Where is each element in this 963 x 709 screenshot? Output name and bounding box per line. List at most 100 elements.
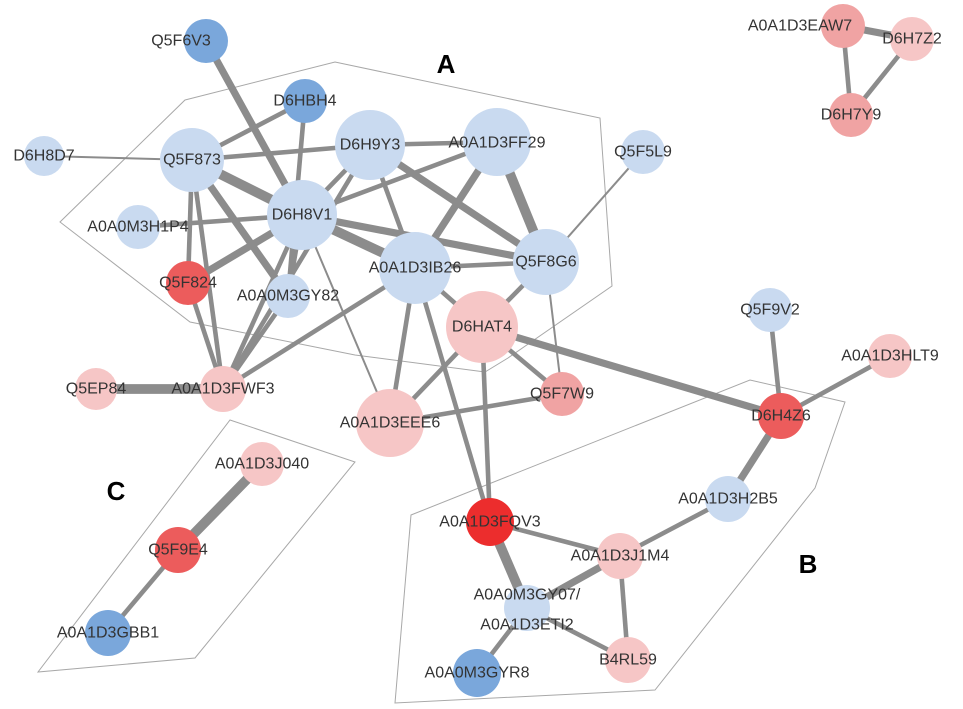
node-b4rl59: B4RL59 bbox=[599, 637, 657, 683]
node-d6h8v1: D6H8V1 bbox=[267, 180, 337, 250]
node-label: A0A0M3GY82 bbox=[237, 288, 339, 305]
node-d6h8d7: D6H8D7 bbox=[13, 136, 75, 176]
node-a0a1d3h2b5: A0A1D3H2B5 bbox=[678, 476, 778, 522]
node-label: A0A0M3H1P4 bbox=[87, 219, 188, 236]
node-circle bbox=[116, 205, 160, 249]
node-label: Q5F8G6 bbox=[515, 254, 576, 271]
node-label: D6H4Z6 bbox=[751, 408, 811, 425]
node-circle bbox=[24, 136, 64, 176]
node-d6h4z6: D6H4Z6 bbox=[751, 393, 811, 439]
node-label: Q5EP84 bbox=[66, 381, 127, 398]
group-label-a: A bbox=[437, 49, 456, 79]
node-circle bbox=[868, 334, 912, 378]
node-a0a0m3gy82: A0A0M3GY82 bbox=[237, 274, 339, 318]
node-label-secondary: A0A1D3ETI2 bbox=[480, 617, 573, 634]
node-q5f7w9: Q5F7W9 bbox=[530, 372, 594, 416]
node-a0a1d3hlt9: A0A1D3HLT9 bbox=[841, 334, 939, 378]
node-label: B4RL59 bbox=[599, 652, 657, 669]
node-a0a0m3h1p4: A0A0M3H1P4 bbox=[87, 205, 189, 249]
node-a0a1d3eee6: A0A1D3EEE6 bbox=[340, 389, 441, 457]
node-circle bbox=[283, 79, 327, 123]
node-circle bbox=[446, 291, 518, 363]
node-label: Q5F6V3 bbox=[151, 33, 211, 50]
node-label: A0A1D3FWF3 bbox=[171, 381, 274, 398]
node-label: Q5F824 bbox=[159, 275, 217, 292]
node-q5f9v2: Q5F9V2 bbox=[740, 288, 800, 332]
node-label: A0A1D3J1M4 bbox=[571, 548, 670, 565]
group-label-b: B bbox=[799, 549, 818, 579]
node-circle bbox=[240, 442, 284, 486]
node-label: D6H7Y9 bbox=[821, 107, 882, 124]
node-circle bbox=[379, 232, 451, 304]
node-circle bbox=[597, 533, 643, 579]
node-label: Q5F9E4 bbox=[148, 542, 208, 559]
node-q5f824: Q5F824 bbox=[159, 261, 217, 305]
node-label: Q5F5L9 bbox=[614, 144, 672, 161]
node-circle bbox=[166, 261, 210, 305]
node-label: Q5F9V2 bbox=[740, 302, 800, 319]
hull-group-b bbox=[394, 379, 846, 704]
node-circle bbox=[463, 108, 531, 176]
node-circle bbox=[821, 4, 865, 48]
group-hulls bbox=[36, 61, 846, 704]
node-a0a1d3j1m4: A0A1D3J1M4 bbox=[571, 533, 670, 579]
node-label: D6H8D7 bbox=[13, 148, 74, 165]
node-circle bbox=[540, 372, 584, 416]
node-q5f9e4: Q5F9E4 bbox=[148, 527, 208, 573]
node-q5f6v3: Q5F6V3 bbox=[151, 19, 228, 63]
node-label: A0A1D3J040 bbox=[215, 456, 309, 473]
node-label: Q5F873 bbox=[163, 152, 221, 169]
node-label: D6H8V1 bbox=[272, 207, 333, 224]
node-circle bbox=[890, 17, 934, 61]
hull-group-c bbox=[36, 419, 356, 673]
node-circle bbox=[605, 637, 651, 683]
node-d6h7y9: D6H7Y9 bbox=[821, 93, 882, 137]
node-label: A0A0M3GYR8 bbox=[425, 665, 530, 682]
node-circle bbox=[705, 476, 751, 522]
node-q5f5l9: Q5F5L9 bbox=[614, 130, 672, 174]
node-d6h7z2: D6H7Z2 bbox=[882, 17, 942, 61]
node-a0a1d3fwf3: A0A1D3FWF3 bbox=[171, 366, 275, 412]
node-a0a1d3j040: A0A1D3J040 bbox=[215, 442, 309, 486]
node-circle bbox=[335, 110, 405, 180]
node-d6hat4: D6HAT4 bbox=[446, 291, 518, 363]
node-a0a1d3eaw7: A0A1D3EAW7 bbox=[748, 4, 865, 48]
node-a0a1d3fqv3: A0A1D3FQV3 bbox=[439, 498, 541, 546]
node-q5ep84: Q5EP84 bbox=[66, 368, 127, 410]
node-label: Q5F7W9 bbox=[530, 386, 594, 403]
node-label: A0A1D3IB26 bbox=[369, 260, 462, 277]
edge-d6h9y3-a0a1d3fwf3 bbox=[221, 143, 372, 391]
node-label: D6H9Y3 bbox=[340, 137, 401, 154]
edge-a0a1d3ib26-a0a1d3fqv3 bbox=[412, 267, 493, 523]
node-label: A0A1D3EAW7 bbox=[748, 18, 852, 35]
node-circle bbox=[85, 610, 131, 656]
node-circle bbox=[466, 498, 514, 546]
node-a0a1d3ff29: A0A1D3FF29 bbox=[449, 108, 546, 176]
node-circle bbox=[513, 229, 579, 295]
node-label: D6H7Z2 bbox=[882, 31, 942, 48]
node-label: A0A1D3FQV3 bbox=[439, 514, 540, 531]
node-a0a1d3gbb1: A0A1D3GBB1 bbox=[57, 610, 159, 656]
node-circle bbox=[748, 288, 792, 332]
node-label: D6HAT4 bbox=[452, 319, 512, 336]
node-d6hbh4: D6HBH4 bbox=[273, 79, 337, 123]
node-circle bbox=[155, 527, 201, 573]
node-circle bbox=[504, 585, 550, 631]
node-circle bbox=[758, 393, 804, 439]
node-circle bbox=[621, 130, 665, 174]
edge-d6h8v1-a0a1d3eee6 bbox=[301, 214, 391, 424]
node-d6h9y3: D6H9Y3 bbox=[335, 110, 405, 180]
node-a0a0m3gyr8: A0A0M3GYR8 bbox=[425, 649, 530, 697]
node-label: A0A1D3HLT9 bbox=[841, 348, 939, 365]
node-a0a0m3gy07: A0A0M3GY07/A0A1D3ETI2 bbox=[474, 585, 581, 634]
node-label: A0A1D3GBB1 bbox=[57, 625, 159, 642]
node-circle bbox=[75, 368, 117, 410]
group-label-c: C bbox=[107, 476, 126, 506]
node-q5f8g6: Q5F8G6 bbox=[513, 229, 579, 295]
node-label: A0A1D3EEE6 bbox=[340, 415, 441, 432]
node-circle bbox=[267, 180, 337, 250]
edge-a0a1d3ib26-a0a1d3fwf3 bbox=[221, 266, 417, 391]
